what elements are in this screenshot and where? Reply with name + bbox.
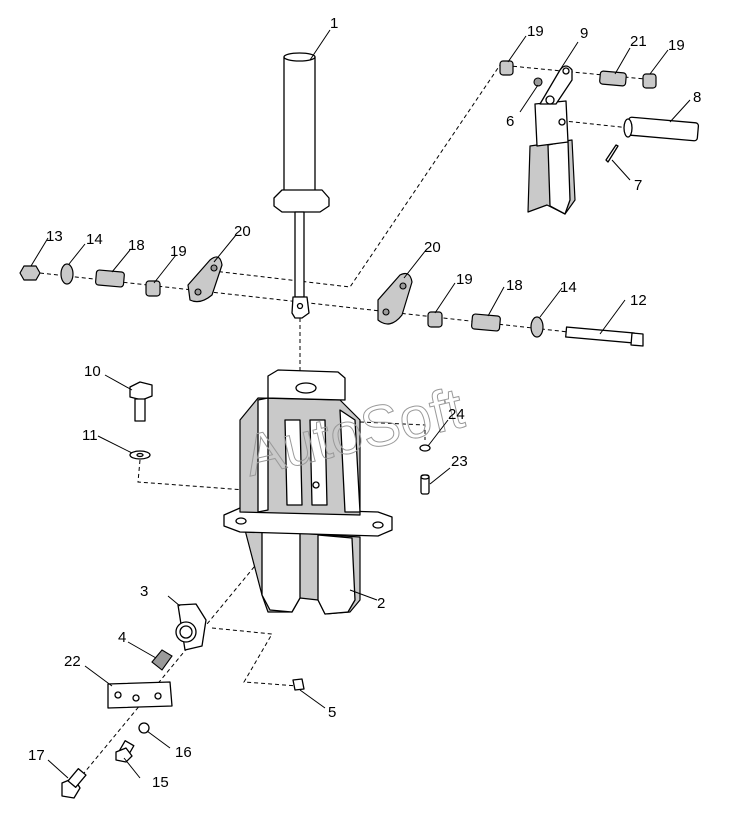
callout-19-right: 19 (456, 271, 473, 288)
latch-assembly (61, 603, 305, 799)
callout-18-left: 18 (128, 237, 145, 254)
callout-12: 12 (630, 292, 647, 309)
callout-24: 24 (448, 406, 465, 423)
callout-15: 15 (152, 774, 169, 791)
callout-1: 1 (330, 15, 338, 32)
bolt-10-washer-11 (129, 381, 153, 460)
callout-6: 6 (506, 113, 514, 130)
callout-7: 7 (634, 177, 642, 194)
callout-22: 22 (64, 653, 81, 670)
pivot-assembly (499, 60, 700, 215)
callout-21: 21 (630, 33, 647, 50)
callout-14-right: 14 (560, 279, 577, 296)
part-1-rod (273, 52, 330, 319)
right-shaft-parts (377, 272, 644, 347)
callout-14-left: 14 (86, 231, 103, 248)
callout-17: 17 (28, 747, 45, 764)
callout-4: 4 (118, 629, 126, 646)
callout-10: 10 (84, 363, 101, 380)
callout-16: 16 (175, 744, 192, 761)
callout-19-left: 19 (170, 243, 187, 260)
callout-20-left: 20 (234, 223, 251, 240)
callout-5: 5 (328, 704, 336, 721)
callout-8: 8 (693, 89, 701, 106)
callout-19-top-right: 19 (668, 37, 685, 54)
callout-11: 11 (82, 427, 98, 444)
callout-13: 13 (46, 228, 63, 245)
callout-numbers: 1 2 3 4 5 6 7 8 9 10 11 12 13 14 14 15 1… (28, 15, 701, 791)
callout-2: 2 (377, 595, 385, 612)
callout-9: 9 (580, 25, 588, 42)
leader-lines (30, 29, 691, 779)
callout-18-right: 18 (506, 277, 523, 294)
callout-3: 3 (140, 583, 148, 600)
screw-23-washer-24 (419, 444, 431, 495)
callout-19-top-left: 19 (527, 23, 544, 40)
callout-23: 23 (451, 453, 468, 470)
part-2-housing (223, 369, 393, 615)
left-shaft-parts (19, 256, 223, 303)
callout-20-right: 20 (424, 239, 441, 256)
